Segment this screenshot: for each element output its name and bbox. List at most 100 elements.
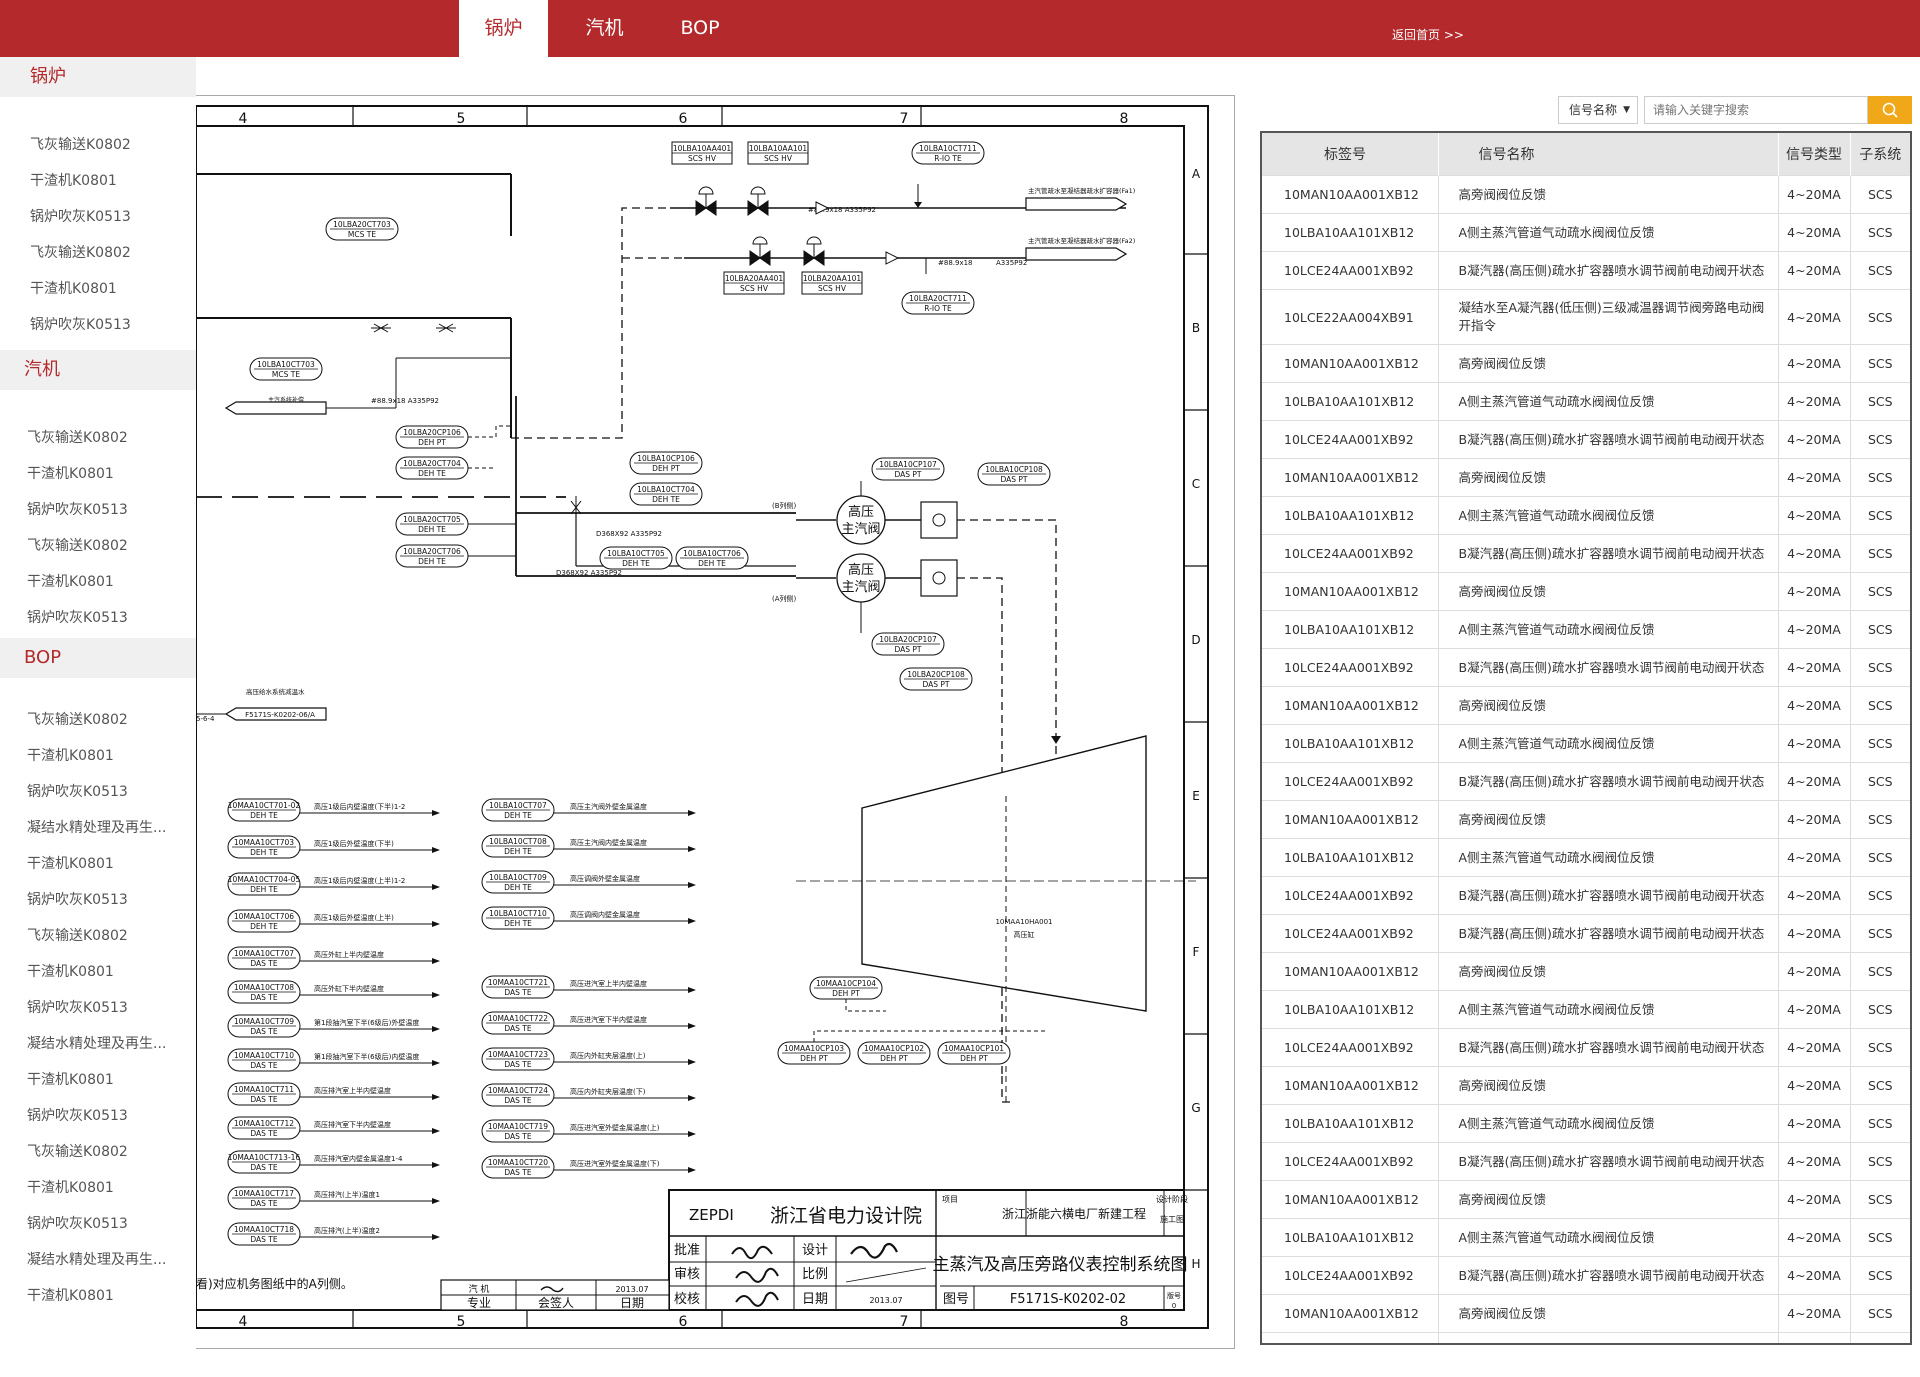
pipe-line [622,257,685,260]
sidebar-item[interactable]: 飞灰输送K0802 [27,1144,128,1160]
back-home-link[interactable]: 返回首页 >> [1392,28,1464,42]
instrument-subtag: DEH TE [652,495,680,504]
sidebar-item[interactable]: 干渣机K0801 [27,466,114,482]
sidebar-item[interactable]: 锅炉吹灰K0513 [27,610,128,626]
turbine-tag: 高压缸 [1014,930,1035,939]
sidebar-item[interactable]: 飞灰输送K0802 [27,538,128,554]
sidebar-item[interactable]: 干渣机K0801 [30,173,117,189]
sidebar-group-turbine[interactable]: 汽机 [0,350,196,390]
search-input[interactable] [1644,96,1868,124]
arrow-head [688,1023,696,1029]
cell-signal-type: 4~20MA [1778,534,1851,573]
tab-turbine[interactable]: 汽机 [585,17,624,39]
column-header-signal-type[interactable]: 信号类型 [1778,133,1851,176]
instrument-subtag: DEH TE [504,919,532,928]
sidebar-item[interactable]: 飞灰输送K0802 [30,137,131,153]
search-field-select[interactable]: 信号名称 ▼ [1558,96,1638,124]
sidebar-item[interactable]: 干渣机K0801 [27,964,114,980]
sidebar-group-boiler[interactable]: 锅炉 [0,57,196,97]
sidebar-item[interactable]: 锅炉吹灰K0513 [27,1108,128,1124]
sidebar-item[interactable]: 干渣机K0801 [30,281,117,297]
cell-signal-type: 4~20MA [1778,1142,1851,1181]
cell-signal-name: 高旁阀阀位反馈 [1438,800,1779,839]
tab-bop[interactable]: BOP [680,17,720,39]
sidebar-item[interactable]: 干渣机K0801 [27,856,114,872]
sidebar-item[interactable]: 干渣机K0801 [27,748,114,764]
sidebar-group-bop[interactable]: BOP [0,638,196,678]
arrow-head [432,992,440,998]
column-header-subsystem[interactable]: 子系统 [1850,133,1910,176]
column-header-tag[interactable]: 标签号 [1262,133,1439,176]
sidebar-item[interactable]: 飞灰输送K0802 [27,430,128,446]
title-block [668,1189,1185,1311]
sidebar-item[interactable]: 凝结水精处理及再生... [27,1036,167,1052]
cell-signal-name: B凝汽器(高压侧)疏水扩容器喷水调节阀前电动阀开状态 [1438,1142,1779,1181]
instrument-subtag: DAS PT [1000,475,1027,484]
valve-subtag: SCS HV [764,154,793,163]
sidebar-item[interactable]: 锅炉吹灰K0513 [27,502,128,518]
column-header-signal-name[interactable]: 信号名称 [1438,133,1779,176]
sidebar-item[interactable]: 锅炉吹灰K0513 [30,209,131,225]
sidebar-item[interactable]: 锅炉吹灰K0513 [27,892,128,908]
instrument-subtag: DEH PT [960,1054,988,1063]
sidebar-item[interactable]: 锅炉吹灰K0513 [27,784,128,800]
table-row[interactable]: 10LBA10AA101XB12A侧主蒸汽管道气动疏水阀阀位反馈4~20MASC… [1262,1332,1910,1343]
sidebar-item[interactable]: 锅炉吹灰K0513 [30,317,131,333]
sidebar-item[interactable]: 飞灰输送K0802 [30,245,131,261]
instrument-tag: 10MAA10CT701-02 [228,801,301,810]
pipe-note: #88.9x18 A335P92 [808,206,876,214]
cell-tag: 10LCE24AA001XB92 [1262,534,1439,573]
cell-signal-type: 4~20MA [1778,251,1851,290]
sidebar-item[interactable]: 干渣机K0801 [27,1180,114,1196]
valve-label: 高压 [848,504,874,520]
sidebar-item[interactable]: 飞灰输送K0802 [27,712,128,728]
sidebar-item[interactable]: 锅炉吹灰K0513 [27,1000,128,1016]
arrow-head [432,810,440,816]
tab-boiler[interactable]: 锅炉 [459,0,548,57]
sidebar-item[interactable]: 锅炉吹灰K0513 [27,1216,128,1232]
sidebar-item[interactable]: 飞灰输送K0802 [27,928,128,944]
sidebar-item[interactable]: 凝结水精处理及再生... [27,1252,167,1268]
search-button[interactable] [1868,96,1912,124]
sidebar-item[interactable]: 干渣机K0801 [27,574,114,590]
instrument-desc: 高压排汽室上半内壁温度 [314,1086,391,1095]
cell-tag: 10LBA10AA101XB12 [1262,1104,1439,1143]
sidebar-item[interactable]: 干渣机K0801 [27,1072,114,1088]
sidebar-item[interactable]: 干渣机K0801 [27,1288,114,1304]
instrument-tag: 10LBA10CT704 [637,485,695,494]
cell-signal-type: 4~20MA [1778,648,1851,687]
sidebar-item[interactable]: 凝结水精处理及再生... [27,820,167,836]
